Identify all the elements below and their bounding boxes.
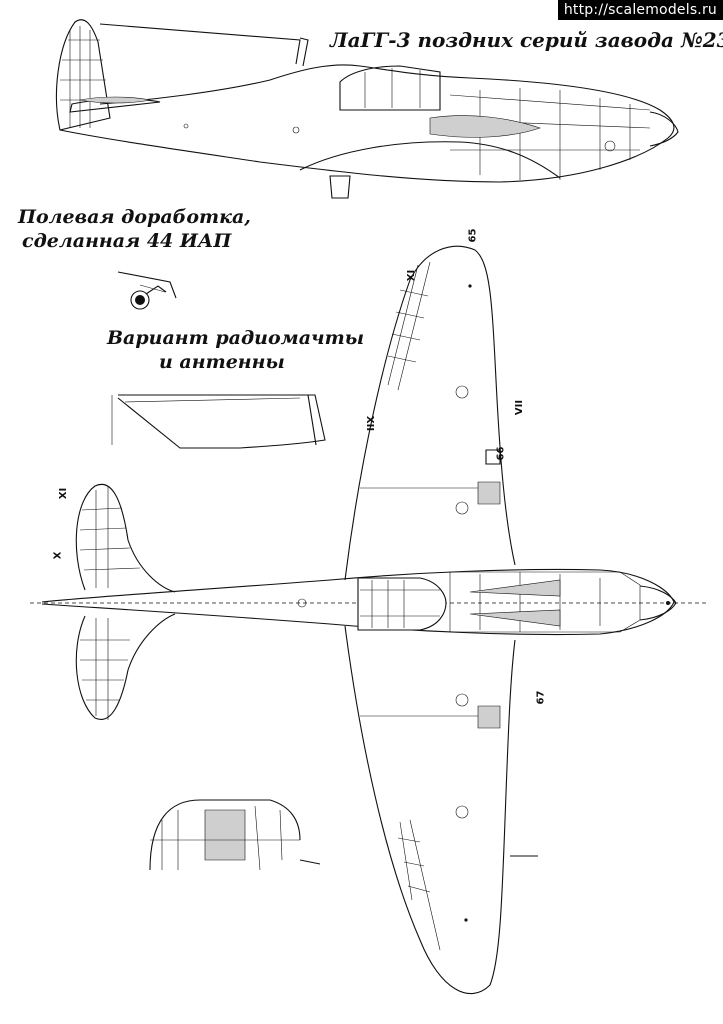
plan-fuselage [42,569,674,634]
callout-66: 66 [495,446,507,461]
drawing-title: ЛаГГ-3 поздних серий завода №23 [330,28,723,52]
plan-spinner [640,586,676,620]
plan-wing-lower [345,626,515,994]
antenna-variant-line2: и антенны [159,351,285,373]
tailwheel-detail [118,272,176,309]
callout-ix-tail: IX [56,487,68,500]
antenna-variant-line1: Вариант радиомачты [107,327,365,349]
plan-tailplane-lower [76,614,175,719]
antenna-variant-caption: Вариант радиомачты и антенны [107,326,364,374]
field-mod-line2: сделанная 44 ИАП [22,230,232,252]
antenna-mast-variant [112,395,325,448]
side-underwing-tank [80,97,150,103]
side-wing [300,142,560,178]
plan-view [30,246,708,993]
field-mod-caption: Полевая доработка, сделанная 44 ИАП [18,205,251,253]
plan-tailplane-upper [76,484,175,592]
side-fin [56,20,110,130]
plan-wing-upper [345,246,515,580]
callout-x: X [50,551,62,560]
side-canopy [340,66,440,110]
callout-65: 65 [467,228,479,243]
side-fuselage [60,65,674,182]
field-mod-line1: Полевая доработка, [18,206,251,228]
side-view [56,20,678,198]
plan-canopy [358,578,446,630]
cockpit-detail [150,800,320,870]
callout-xii: XII [364,415,376,432]
watermark-link[interactable]: http://scalemodels.ru [557,0,723,20]
callout-67: 67 [535,690,547,705]
side-antenna-wire [100,24,300,64]
callout-vii: VII [514,399,526,416]
side-spinner [650,112,678,146]
callout-ix-wing: IX [404,269,416,282]
